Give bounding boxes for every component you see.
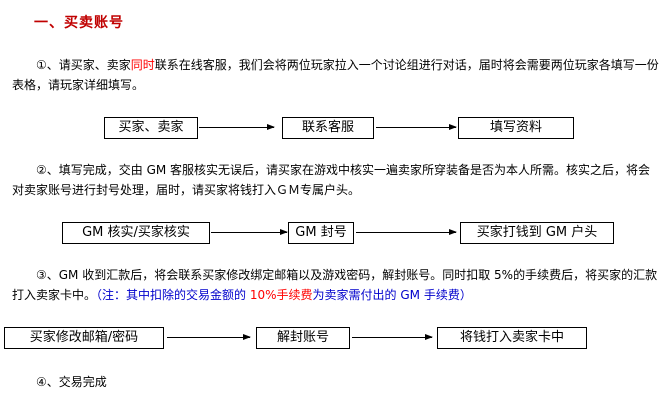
flow-step2: GM 核实/买家核实 GM 封号 买家打钱到 GM 户头 — [0, 222, 672, 244]
flow2-arrow-1 — [211, 229, 288, 235]
step3-text: ③、GM 收到汇款后，将会联系买家修改绑定邮箱以及游戏密码，解封账号。同时扣取 … — [12, 268, 658, 302]
flow1-arrow-2 — [376, 124, 457, 130]
step1-prefix: ①、请买家、卖家 — [36, 58, 131, 72]
flow3-box-pay-seller: 将钱打入卖家卡中 — [437, 327, 587, 349]
step3-note-prefix: （注：其中扣除的交易金额的 — [96, 288, 250, 302]
flow1-arrow-1 — [199, 124, 275, 130]
flow2-box-verify: GM 核实/买家核实 — [62, 222, 210, 244]
flow1-box-buyer-seller: 买家、卖家 — [104, 117, 198, 139]
step1-suffix: 联系在线客服，我们会将两位玩家拉入一个讨论组进行对话，届时将会需要两位玩家各填写… — [12, 58, 659, 92]
step4-paragraph: ④、交易完成 — [36, 375, 107, 389]
step3-note-suffix: 为卖家需付出的 GM 手续费） — [312, 288, 472, 302]
flow2-arrow-2 — [356, 229, 457, 235]
section-title: 一、买卖账号 — [34, 15, 124, 31]
flow-step1: 买家、卖家 联系客服 填写资料 — [0, 117, 672, 139]
step3-note-highlight: 10%手续费 — [249, 288, 313, 302]
flow3-arrow-2 — [352, 334, 433, 340]
flow3-box-change-email: 买家修改邮箱/密码 — [4, 327, 164, 349]
flow1-box-contact-service: 联系客服 — [282, 117, 374, 139]
step2-paragraph: ②、填写完成，交由 GM 客服核实无误后，请买家在游戏中核实一遍卖家所穿装备是否… — [12, 163, 651, 197]
flow2-box-ban-account: GM 封号 — [288, 222, 354, 244]
step1-paragraph: ①、请买家、卖家同时联系在线客服，我们会将两位玩家拉入一个讨论组进行对话，届时将… — [12, 55, 662, 95]
flow-step3: 买家修改邮箱/密码 解封账号 将钱打入卖家卡中 — [0, 327, 672, 349]
flow3-arrow-1 — [167, 334, 251, 340]
flow2-box-pay-gm: 买家打钱到 GM 户头 — [460, 222, 614, 244]
step3-paragraph: ③、GM 收到汇款后，将会联系买家修改绑定邮箱以及游戏密码，解封账号。同时扣取 … — [12, 265, 662, 305]
flow1-box-fill-info: 填写资料 — [458, 117, 574, 139]
step1-highlight: 同时 — [130, 58, 155, 72]
flow3-box-unban-account: 解封账号 — [256, 327, 350, 349]
